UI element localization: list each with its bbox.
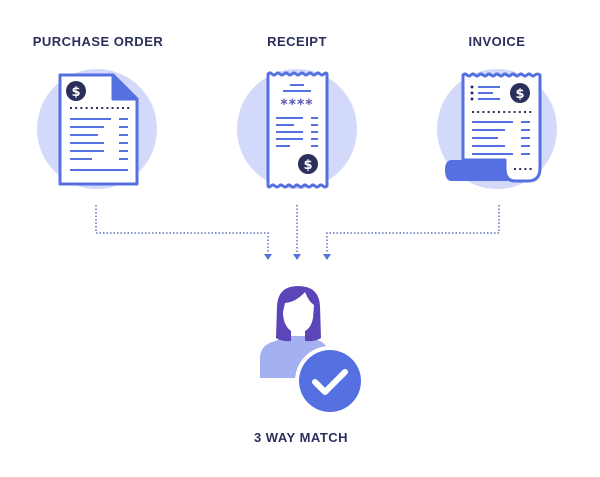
arrowhead-icons [264, 254, 331, 260]
receipt-icon: **** $ [237, 69, 357, 189]
three-way-match-label: 3 WAY MATCH [253, 430, 349, 445]
checkmark-icon [312, 369, 348, 395]
svg-text:$: $ [303, 158, 312, 173]
receipt-label: RECEIPT [267, 34, 327, 49]
masked-text: **** [280, 97, 313, 113]
dollar-icon: $ [298, 154, 318, 174]
svg-text:$: $ [71, 85, 80, 100]
invoice-scroll-icon: $ [437, 69, 557, 189]
person-with-checkmark-icon [260, 286, 365, 416]
dollar-icon: $ [510, 83, 530, 103]
dollar-icon: $ [66, 81, 86, 101]
purchase-order-label: PURCHASE ORDER [32, 34, 164, 49]
invoice-label: INVOICE [468, 34, 526, 49]
svg-text:$: $ [515, 87, 524, 102]
flow-connectors [95, 205, 500, 252]
purchase-order-document-icon: $ [37, 69, 157, 189]
